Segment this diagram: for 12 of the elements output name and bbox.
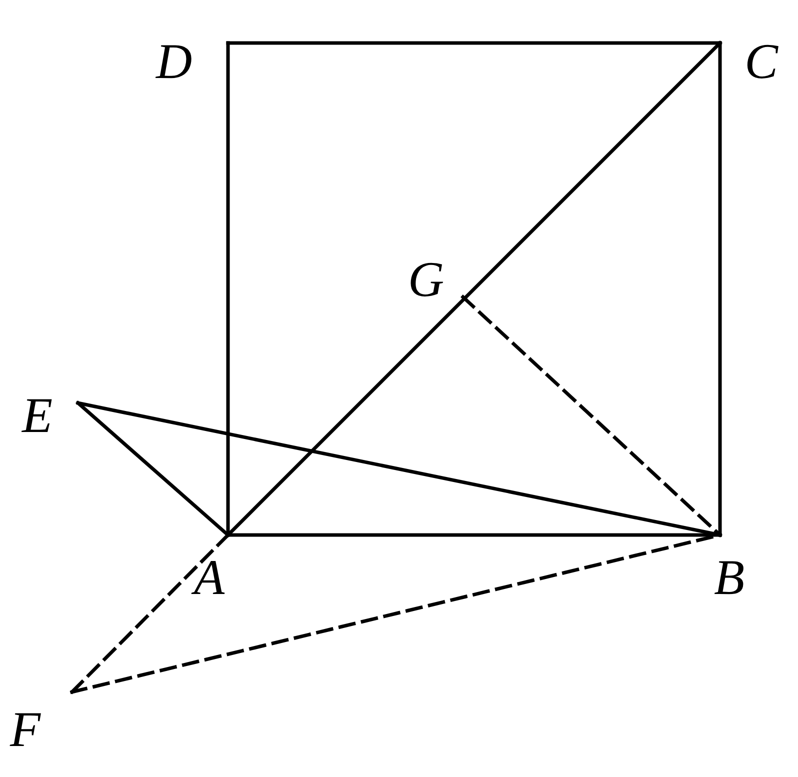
dashed-line (70, 533, 230, 694)
point-label: E (22, 390, 78, 434)
point-label: F (10, 692, 72, 754)
line-segment (76, 401, 230, 537)
line-segment (226, 533, 722, 537)
point-label: D (156, 36, 228, 84)
point-label: G (408, 254, 463, 297)
point-label: C (720, 36, 778, 84)
dashed-line (461, 295, 722, 537)
point-label: B (714, 535, 762, 602)
line-segment (76, 401, 722, 537)
line-segment (226, 41, 722, 537)
